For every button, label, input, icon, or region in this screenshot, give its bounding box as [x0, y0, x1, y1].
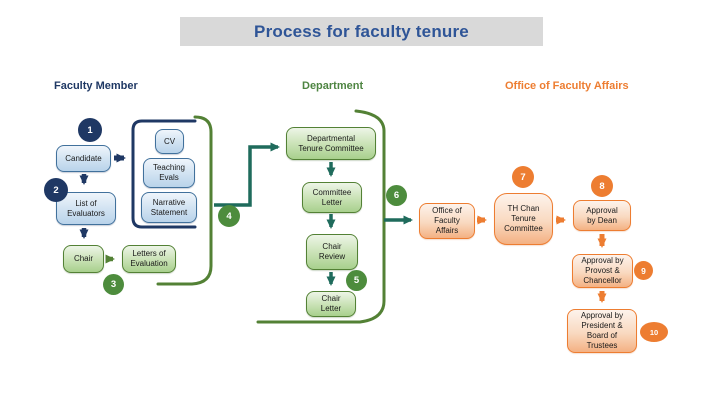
node-office-of-faculty-affairs: Office of Faculty Affairs — [419, 203, 475, 239]
step-badge-9: 9 — [634, 261, 653, 280]
node-committee-letter: Committee Letter — [302, 182, 362, 213]
page-title: Process for faculty tenure — [254, 21, 469, 41]
node-letters-of-evaluation: Letters of Evaluation — [122, 245, 176, 273]
node-cv: CV — [155, 129, 184, 154]
node-chair: Chair — [63, 245, 104, 273]
step-badge-7: 7 — [512, 166, 534, 188]
documents-bracket-navy — [131, 119, 197, 229]
step-badge-5: 5 — [346, 270, 367, 291]
step-badge-3: 3 — [103, 274, 124, 295]
column-header-office-of-faculty-affairs: Office of Faculty Affairs — [505, 80, 629, 92]
step-badge-2: 2 — [44, 178, 68, 202]
node-th-chan-tenure-committee: TH Chan Tenure Committee — [494, 193, 553, 245]
node-list-of-evaluators: List of Evaluators — [56, 192, 116, 225]
step-badge-6: 6 — [386, 185, 407, 206]
column-header-faculty-member: Faculty Member — [54, 80, 138, 92]
department-packet-bracket-green — [256, 109, 386, 324]
arrow-packet-to-dept-committee — [214, 142, 280, 207]
node-narrative-statement: Narrative Statement — [141, 192, 197, 223]
node-candidate: Candidate — [56, 145, 111, 172]
step-badge-8: 8 — [591, 175, 613, 197]
node-approval-by-president-board: Approval by President & Board of Trustee… — [567, 309, 637, 353]
column-header-department: Department — [302, 80, 364, 92]
node-approval-by-provost-chancellor: Approval by Provost & Chancellor — [572, 254, 633, 288]
node-chair-review: Chair Review — [306, 234, 358, 270]
node-departmental-tenure-committee: Departmental Tenure Committee — [286, 127, 376, 160]
faculty-packet-bracket-green — [156, 115, 213, 286]
node-teaching-evals: Teaching Evals — [143, 158, 195, 188]
title-banner: Process for faculty tenure — [180, 17, 543, 46]
node-approval-by-dean: Approval by Dean — [573, 200, 631, 231]
step-badge-4: 4 — [218, 205, 240, 227]
node-chair-letter: Chair Letter — [306, 291, 356, 317]
step-badge-10: 10 — [640, 322, 668, 342]
step-badge-1: 1 — [78, 118, 102, 142]
